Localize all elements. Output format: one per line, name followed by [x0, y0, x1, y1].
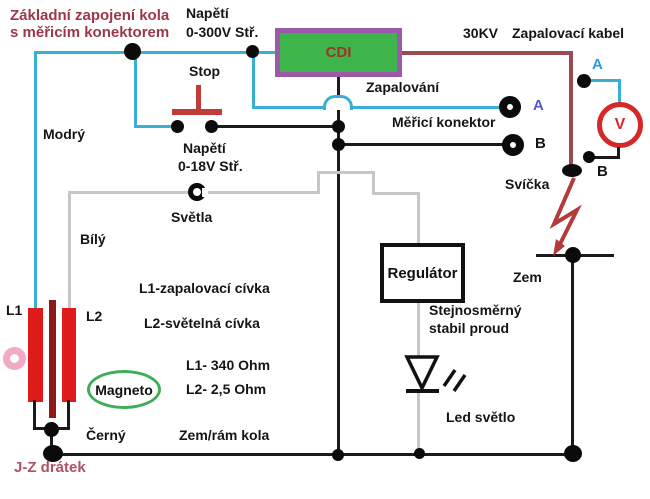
label-connector-a: A: [533, 97, 544, 114]
label-napeti-300: Napětí 0-300V Stř.: [186, 5, 259, 41]
wire-l2-bottom: [67, 400, 70, 429]
wire-probe-b-h: [590, 156, 620, 159]
label-l1-coil: L1-zapalovací cívka: [139, 280, 270, 296]
light-switch-gap: [202, 188, 208, 197]
label-l2-ohm: L2- 2,5 Ohm: [186, 381, 267, 397]
label-probe-a: A: [592, 56, 603, 73]
label-30kv: 30KV: [463, 25, 499, 41]
junction-dot: [246, 45, 259, 58]
stop-button-bar: [172, 109, 222, 115]
stop-button-stem: [196, 85, 201, 111]
wire-gray-h1: [68, 191, 189, 194]
junction-dot: [332, 138, 345, 151]
voltmeter-label: V: [614, 116, 626, 133]
label-jz-dratek: J-Z drátek: [14, 459, 86, 476]
wire-cyan-left-modry: [34, 51, 37, 309]
label-l2: L2: [86, 308, 103, 324]
label-zapalovaci-kabel: Zapalovací kabel: [512, 25, 625, 41]
ground-dot-led: [414, 448, 425, 459]
label-l1-ohm: L1- 340 Ohm: [186, 357, 271, 373]
label-cerny: Černý: [86, 427, 126, 443]
stop-contact-right: [205, 120, 218, 133]
cdi-label: CDI: [325, 44, 352, 61]
probe-a-dot: [577, 74, 591, 88]
label-bily: Bílý: [80, 231, 106, 247]
label-connector-b: B: [535, 135, 546, 152]
cdi-box: CDI: [275, 28, 402, 77]
label-svetla: Světla: [171, 209, 213, 225]
spark-plug-terminal: [562, 164, 582, 177]
wire-black-connector-b: [340, 143, 505, 146]
wire-gray-step-h2: [372, 192, 420, 195]
magneto-badge: Magneto: [87, 370, 161, 409]
wire-hv-horizontal: [402, 51, 573, 55]
wire-gray-bily-v: [68, 192, 71, 309]
spark-arrow-icon: [549, 177, 582, 256]
wire-gray-regulator-to-led: [417, 303, 420, 357]
wire-gray-step-v2: [372, 171, 375, 195]
pink-ring-icon: [3, 347, 26, 370]
wire-l1-bottom: [33, 400, 36, 429]
wire-gray-led-to-ground: [417, 393, 420, 454]
title-line1: Základní zapojení kola: [10, 7, 170, 24]
coil-junction-dot: [44, 422, 59, 437]
junction-dot: [124, 43, 141, 60]
led-icon: [404, 355, 467, 393]
wire-black-bottom-ground: [53, 453, 575, 456]
ground-dot-cdi: [332, 449, 344, 461]
label-zem-ram: Zem/rám kola: [179, 427, 270, 443]
wire-black-cdi-ground: [337, 77, 340, 456]
wire-coil-to-ground: [50, 428, 53, 454]
label-merici-konektor: Měřicí konektor: [392, 114, 496, 130]
ground-dot-left: [43, 445, 63, 462]
wire-cyan-stop-branch-h: [134, 125, 174, 128]
label-svicka: Svíčka: [505, 176, 550, 192]
wire-hop-icon: [323, 95, 353, 110]
wire-cyan-top: [34, 51, 275, 54]
title-line2: s měřicím konektorem: [10, 23, 170, 41]
wire-black-zem-vertical: [571, 256, 574, 455]
label-zapalovani: Zapalování: [366, 79, 440, 95]
label-l2-coil: L2-světelná cívka: [144, 315, 260, 331]
coil-l1: [28, 308, 43, 402]
stop-contact-left: [171, 120, 184, 133]
wire-gray-h2: [205, 191, 319, 194]
connector-a-terminal: [499, 96, 521, 118]
wire-gray-step-v1: [317, 172, 320, 194]
wire-gray-step-h: [317, 171, 375, 174]
wire-probe-a-h: [584, 79, 621, 82]
wire-cyan-stop-branch-v: [134, 51, 137, 127]
diagram-title: Základní zapojení kola s měřicím konekto…: [10, 7, 170, 41]
label-stop: Stop: [189, 63, 221, 79]
wire-black-stop-to-ground: [214, 125, 340, 128]
regulator-label: Regulátor: [387, 264, 458, 282]
probe-b-dot: [583, 151, 595, 163]
label-led-svetlo: Led světlo: [446, 409, 516, 425]
zem-bar-dot: [565, 247, 581, 263]
wire-probe-b-v: [617, 147, 620, 158]
wire-cyan-measure-v: [252, 52, 255, 108]
junction-dot: [332, 120, 345, 133]
wire-gray-to-regulator: [417, 192, 420, 243]
magneto-core: [49, 300, 56, 418]
wire-probe-a-v: [618, 79, 621, 103]
label-probe-b: B: [597, 163, 608, 180]
coil-l2: [62, 308, 76, 402]
regulator-box: Regulátor: [380, 243, 465, 303]
voltmeter: V: [597, 102, 643, 148]
connector-b-terminal: [502, 134, 524, 156]
label-napeti-18: Napětí 0-18V Stř.: [178, 140, 243, 175]
wire-hv-vertical: [569, 51, 573, 171]
label-zem: Zem: [513, 269, 542, 285]
magneto-label: Magneto: [95, 381, 153, 398]
ground-dot-right: [564, 445, 582, 462]
label-modry: Modrý: [43, 126, 85, 142]
wire-cyan-measure-h1: [252, 106, 324, 109]
label-l1: L1: [6, 302, 23, 318]
label-stejnosmerny: Stejnosměrný stabil proud: [429, 302, 522, 337]
wire-cyan-measure-h2: [347, 106, 502, 109]
